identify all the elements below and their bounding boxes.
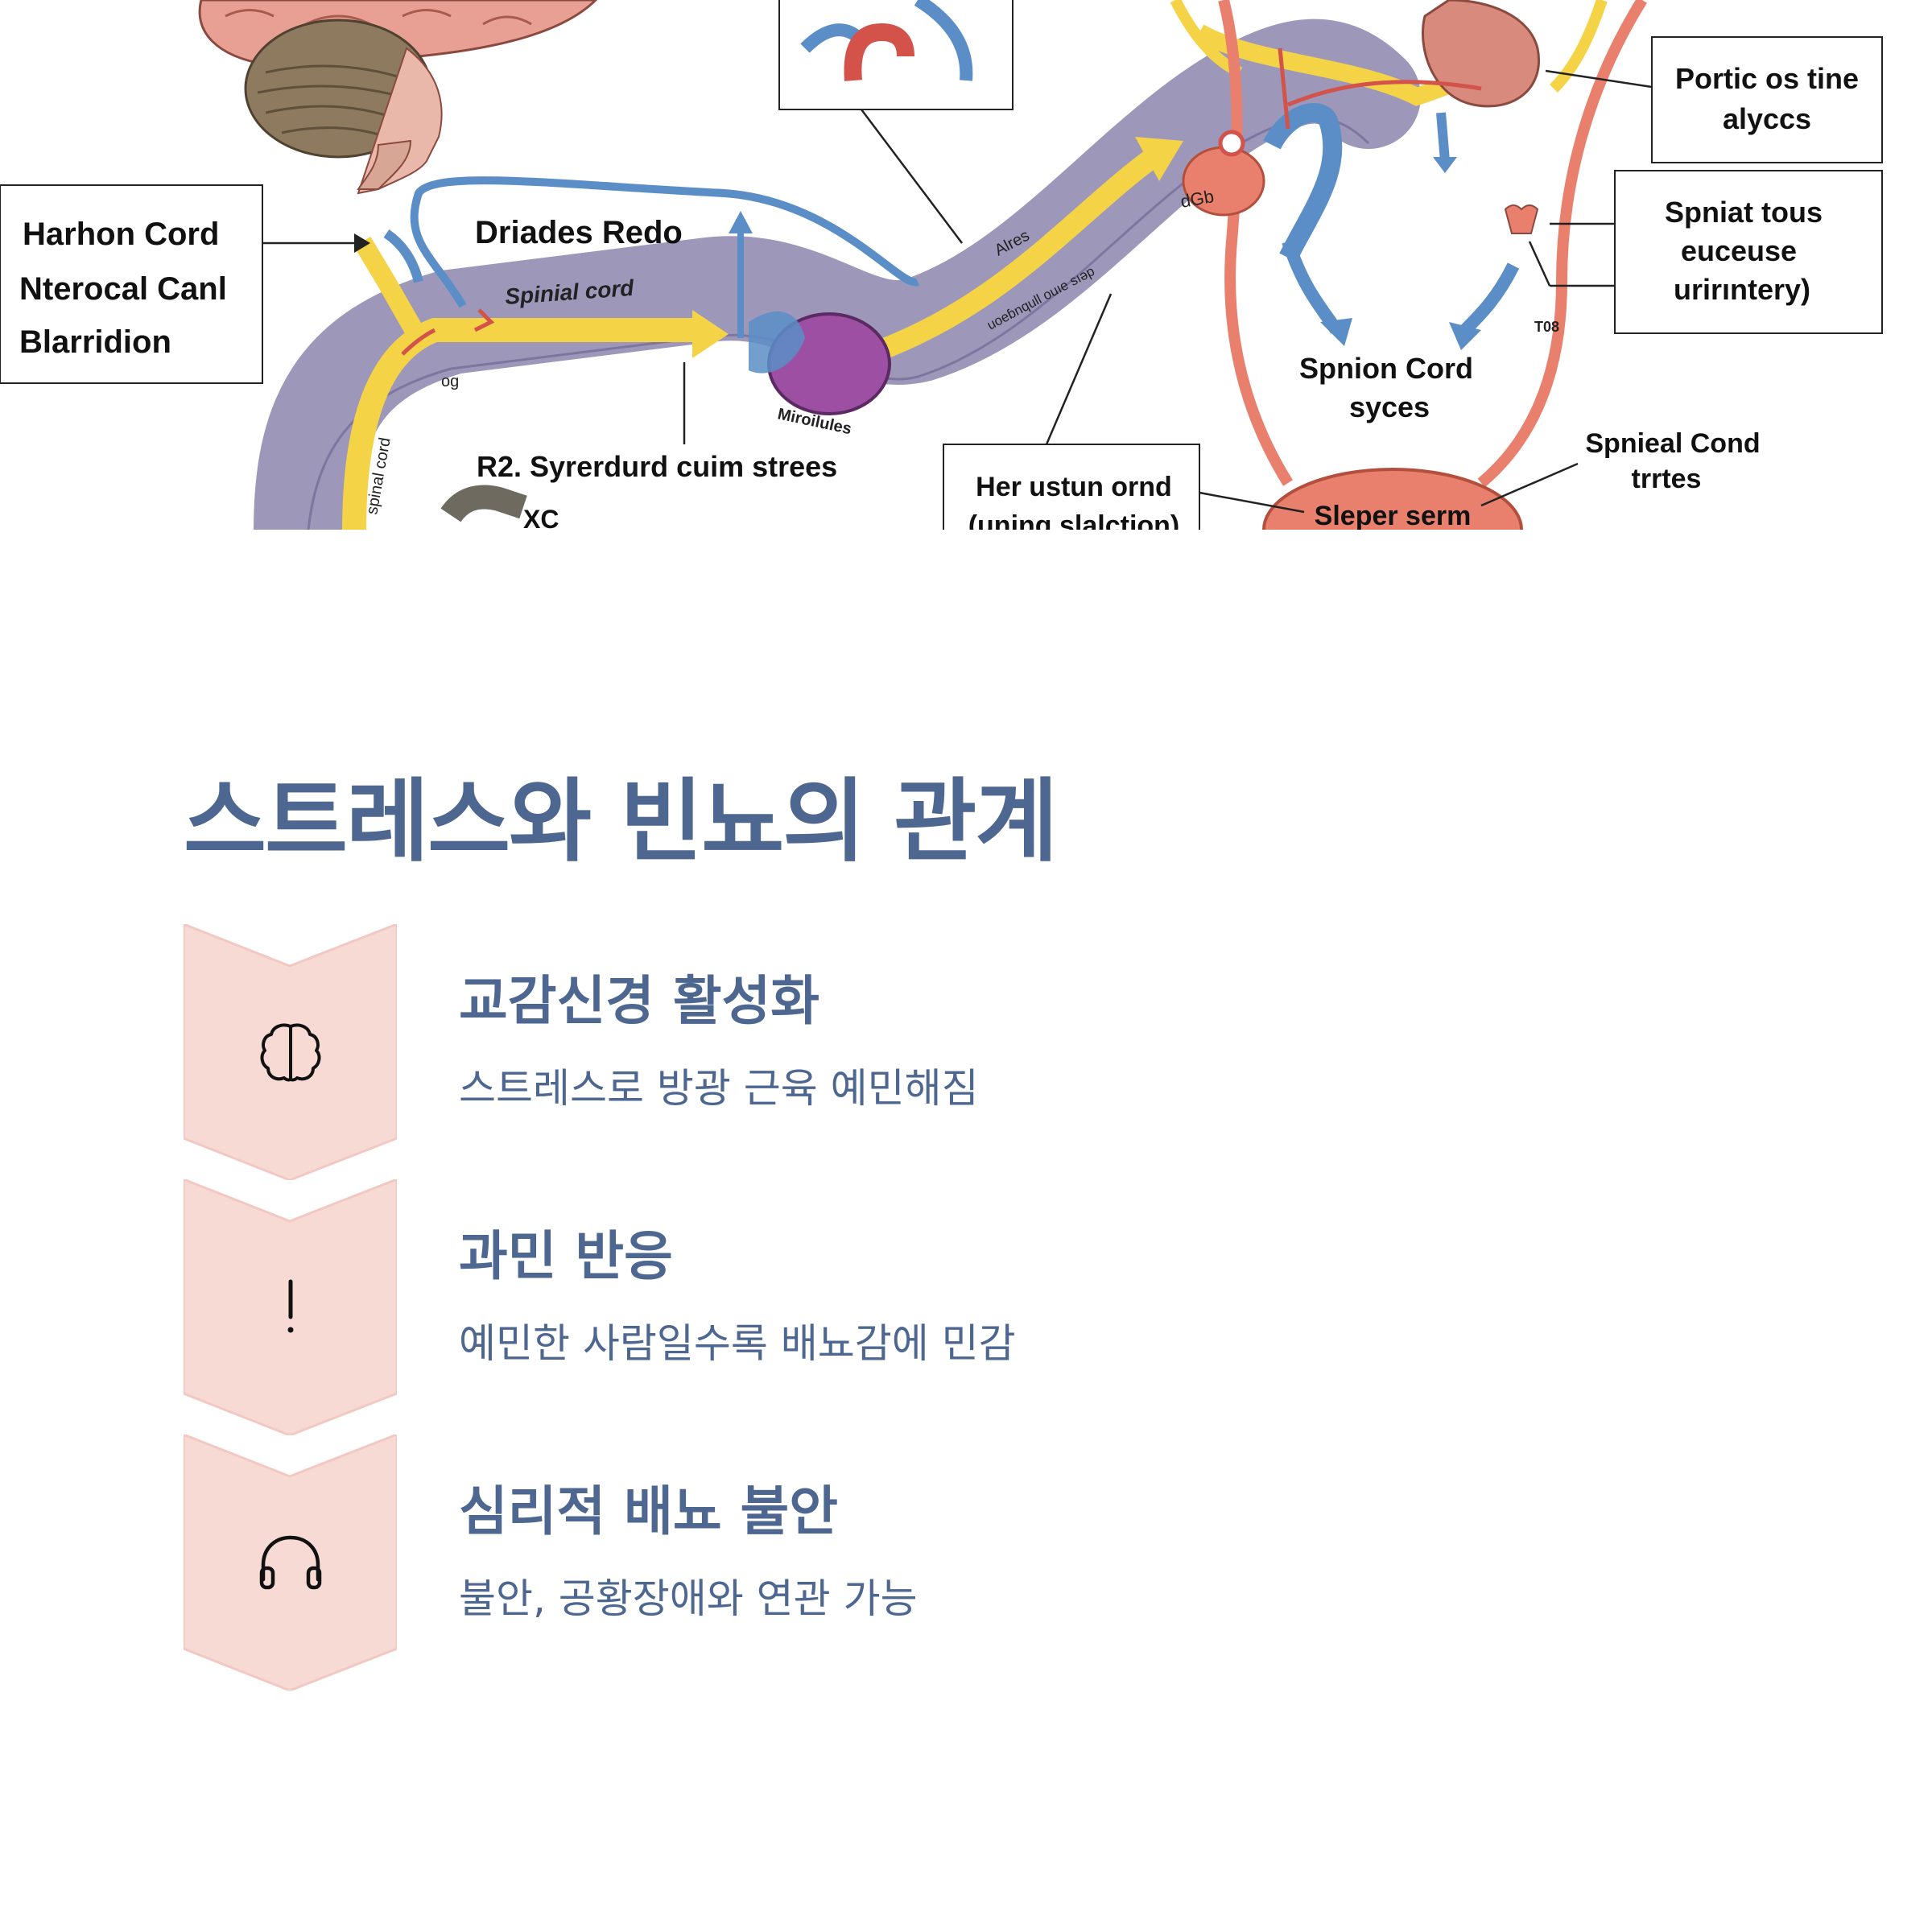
anatomy-illustration: Harhon Cord Nterocal Canl Blarridion Dri… <box>0 0 1883 530</box>
label-her-ustun-1: Her ustun ornd <box>976 472 1172 502</box>
brain-drawing <box>198 0 598 195</box>
label-og: og <box>441 373 459 390</box>
chevron-shape <box>184 1435 397 1690</box>
label-t08: T08 <box>1534 319 1559 335</box>
exclamation-icon <box>184 1179 397 1435</box>
label-sleper: Sleper serm <box>1315 501 1472 530</box>
step-description: 스트레스로 방광 근육 예민해짐 <box>459 1065 979 1112</box>
label-harhon-2: Nterocal Canl <box>19 271 227 307</box>
bladder-drawing <box>1182 0 1647 530</box>
label-her-ustun-2: (uning slalction) <box>968 510 1180 530</box>
label-spnion-cord-2: syces <box>1349 390 1430 423</box>
label-spnion-cord-1: Spnion Cord <box>1299 352 1473 385</box>
label-spnieal-1: Spnieal Cond <box>1585 428 1760 459</box>
label-box-harhon <box>0 184 263 384</box>
label-xc: XC <box>523 505 559 530</box>
inset-box <box>778 0 1013 110</box>
step-description: 예민한 사람일수록 배뇨감에 민감 <box>459 1320 1016 1367</box>
step-title: 심리적 배뇨 불안 <box>459 1480 838 1542</box>
step-description: 불안, 공황장애와 연관 가능 <box>459 1575 918 1622</box>
step-hypersensitive: 과민 반응 예민한 사람일수록 배뇨감에 민감 <box>184 1179 1311 1435</box>
label-syrerdurd: R2. Syrerdurd cuim strees <box>477 450 837 483</box>
step-sympathetic: 교감신경 활성화 스트레스로 방광 근육 예민해짐 <box>184 924 1311 1180</box>
step-anxiety: 심리적 배뇨 불안 불안, 공황장애와 연관 가능 <box>184 1435 1311 1690</box>
label-spniat-3: urirıntery) <box>1674 273 1810 306</box>
step-title: 과민 반응 <box>459 1225 673 1287</box>
label-spnieal-2: trrtes <box>1632 464 1702 494</box>
label-box-portic <box>1651 36 1883 163</box>
label-box-spniat <box>1614 170 1883 334</box>
label-box-her-ustun <box>943 444 1200 530</box>
label-harhon-3: Blarridion <box>19 324 171 360</box>
step-title: 교감신경 활성화 <box>459 970 820 1032</box>
label-harhon-1: Harhon Cord <box>23 217 219 252</box>
label-spniat-1: Spniat tous <box>1665 196 1823 229</box>
label-portic-1: Portic os tine <box>1675 62 1859 95</box>
label-portic-2: alyccs <box>1723 102 1811 135</box>
headphones-icon <box>184 1435 397 1690</box>
label-driades: Driades Redo <box>475 215 683 250</box>
brain-icon <box>184 924 397 1180</box>
label-spniat-2: euceuse <box>1681 234 1797 267</box>
blue-vessel <box>383 103 1520 350</box>
page-title: 스트레스와 빈뇨의 관계 <box>184 770 1058 874</box>
